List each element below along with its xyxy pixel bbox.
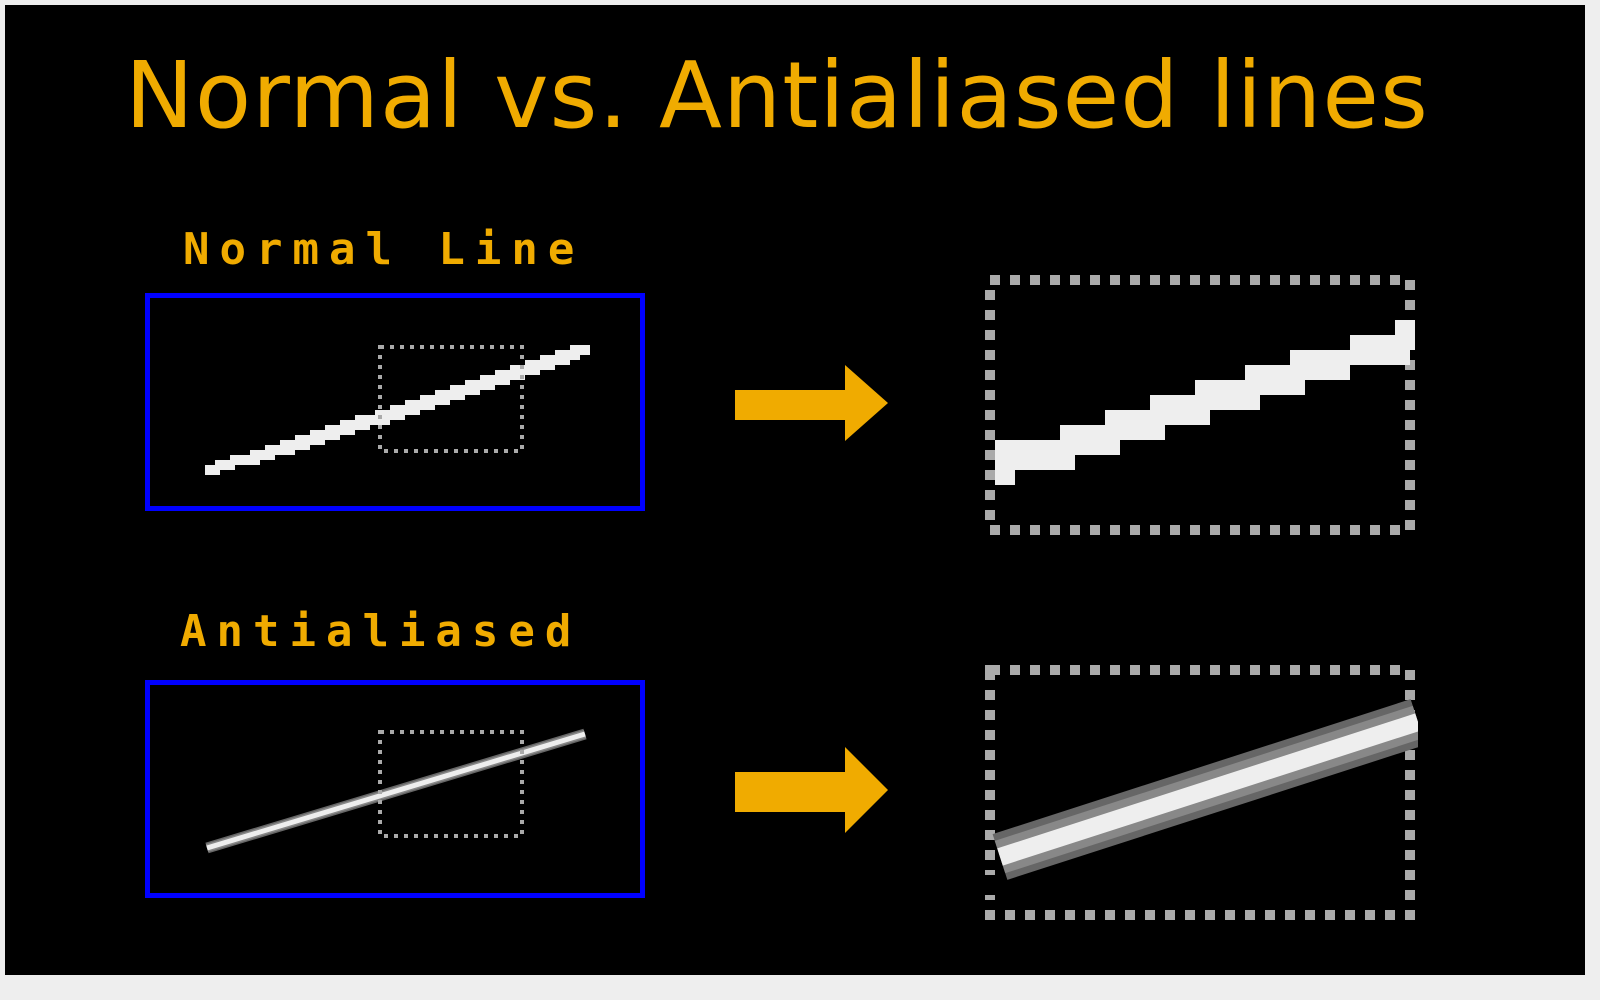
normal-line-panel: [145, 293, 645, 511]
normal-zoom-line: [995, 320, 1415, 485]
antialiased-zoom-line: [992, 699, 1426, 880]
page-title: Normal vs. Antialiased lines: [125, 42, 1429, 149]
normal-zoom-region: [378, 345, 524, 453]
section-label-normal: Normal Line: [183, 224, 585, 275]
antialiased-zoom-region: [378, 730, 524, 838]
antialiased-zoom-frame: [985, 665, 1415, 920]
arrow-right-icon: [735, 747, 888, 833]
antialiased-small-line: [205, 728, 587, 854]
normal-zoom-frame: [985, 275, 1415, 535]
normal-small-line: [205, 345, 590, 475]
section-label-antialiased: Antialiased: [180, 606, 582, 657]
arrow-right-icon: [735, 365, 888, 441]
